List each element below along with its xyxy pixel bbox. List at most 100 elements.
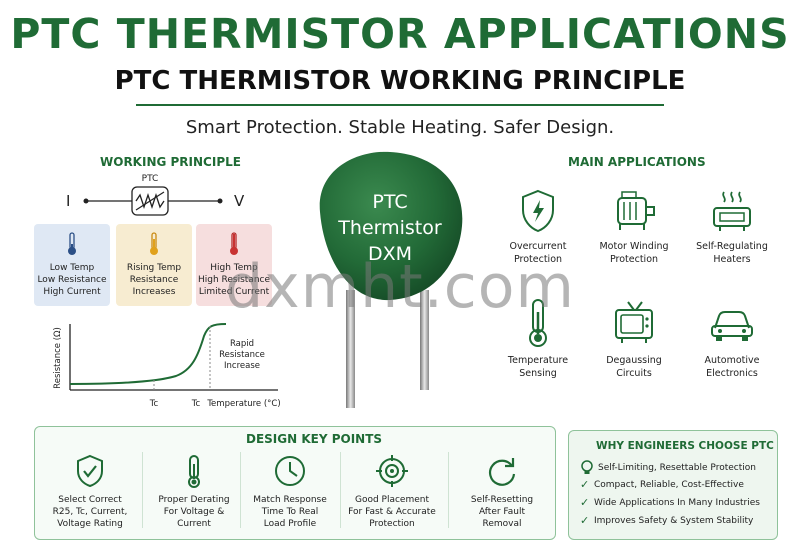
design-point-good-placement: Good Placement For Fast & Accurate Prote… [342, 454, 442, 530]
target-icon [376, 455, 408, 487]
design-divider [142, 452, 143, 528]
design-derating-line1: Proper Derating [158, 495, 230, 505]
app-automotive-electronics: Automotive Electronics [684, 298, 780, 380]
component-line3: DXM [368, 243, 412, 265]
check-icon: ✓ [580, 478, 590, 491]
heater-icon [713, 191, 751, 231]
page-title: PTC THERMISTOR APPLICATIONS [10, 10, 790, 58]
thermometer-low-icon [68, 232, 76, 255]
app-degaussing-circuits: Degaussing Circuits [586, 298, 682, 380]
state-card-low-temp: Low Temp Low Resistance High Current [34, 224, 110, 306]
resistance-temperature-graph: Resistance (Ω) Tc Tc Temperature (°C) Ra… [53, 323, 281, 409]
design-reset-line2: After Fault [478, 507, 526, 517]
design-response-line3: Load Profile [263, 519, 317, 529]
refresh-icon [488, 458, 516, 486]
app-degaussing-line2: Circuits [616, 368, 652, 379]
car-icon [711, 311, 753, 341]
ptc-circuit-diagram: I PTC V [66, 174, 245, 216]
design-point-select-correct: Select Correct R25, Tc, Current, Voltage… [40, 454, 140, 530]
state-card-high-temp: High Temp High Resistance Limited Curren… [196, 224, 272, 306]
shield-check-icon [77, 454, 103, 488]
state-card-rising-temp: Rising Temp Resistance Increases [116, 224, 192, 306]
app-sensing-line1: Temperature [507, 355, 569, 366]
watermark: dxmht.com [225, 252, 575, 322]
ptc-thermistor-illustration: PTC Thermistor DXM [319, 151, 463, 408]
component-line1: PTC [372, 191, 407, 213]
thermometer-icon [529, 299, 547, 347]
title-divider [136, 104, 664, 106]
why-engineers-panel [568, 430, 778, 540]
thermometer-high-icon [230, 232, 238, 255]
app-automotive-line1: Automotive [704, 355, 760, 366]
motor-icon [617, 191, 655, 230]
app-self-regulating-heaters: Self-Regulating Heaters [684, 188, 780, 266]
graph-y-label: Resistance (Ω) [53, 327, 63, 389]
current-label: I [66, 192, 70, 210]
state-high-line2: High Resistance [197, 275, 271, 285]
thermometer-mid-icon [150, 232, 158, 255]
app-automotive-line2: Electronics [706, 368, 758, 379]
why-item-text: Wide Applications In Many Industries [594, 497, 760, 508]
design-point-proper-derating: Proper Derating For Voltage & Current [144, 454, 244, 530]
thermistor-disc [319, 151, 463, 301]
design-response-line1: Match Response [253, 495, 327, 505]
app-overcurrent-line1: Overcurrent [509, 241, 567, 252]
design-select-line2: R25, Tc, Current, [52, 507, 128, 517]
lead-right [420, 290, 429, 390]
why-item: ✓ Improves Safety & System Stability [580, 514, 776, 527]
design-point-self-resetting: Self-Resetting After Fault Removal [452, 454, 552, 530]
app-motor-line2: Protection [609, 254, 659, 265]
graph-x-label: Temperature (°C) [206, 399, 280, 409]
why-item: ✓ Wide Applications In Many Industries [580, 496, 776, 509]
app-temperature-sensing: Temperature Sensing [490, 298, 586, 380]
lead-left [346, 290, 355, 408]
design-reset-line3: Removal [482, 519, 522, 529]
thermometer-icon [188, 455, 200, 488]
app-heaters-line1: Self-Regulating [696, 241, 768, 252]
shield-bolt-icon [522, 189, 554, 233]
design-key-points-title: DESIGN KEY POINTS [246, 432, 383, 446]
voltage-label: V [234, 192, 245, 210]
why-item: ✓ Compact, Reliable, Cost-Effective [580, 478, 776, 491]
app-degaussing-line1: Degaussing [606, 355, 662, 366]
check-icon: ✓ [580, 514, 590, 527]
app-sensing-line2: Sensing [519, 368, 557, 379]
design-select-line1: Select Correct [58, 495, 122, 505]
resistance-curve [69, 323, 227, 385]
applications-title: MAIN APPLICATIONS [568, 155, 706, 169]
graph-tick-tc-2: Tc [191, 399, 201, 409]
graph-tick-tc-1: Tc [149, 399, 159, 409]
design-response-line2: Time To Real [261, 507, 319, 517]
state-low-line1: Low Temp [49, 263, 95, 273]
check-icon: ✓ [580, 496, 590, 509]
state-high-line3: Limited Current [198, 287, 270, 297]
design-placement-line3: Protection [369, 519, 415, 529]
design-key-points-panel [34, 426, 556, 540]
design-derating-line2: For Voltage & [163, 507, 225, 517]
app-overcurrent-line2: Protection [513, 254, 563, 265]
ptc-symbol-label: PTC [142, 174, 159, 184]
why-item-text: Improves Safety & System Stability [594, 515, 754, 526]
state-rising-line3: Increases [132, 287, 176, 297]
state-rising-line2: Resistance [129, 275, 179, 285]
app-overcurrent-protection: Overcurrent Protection [490, 188, 586, 266]
app-motor-winding-protection: Motor Winding Protection [586, 188, 682, 266]
design-point-match-response: Match Response Time To Real Load Profile [240, 454, 340, 530]
design-divider [448, 452, 449, 528]
design-derating-line3: Current [177, 519, 211, 529]
why-item-text: Compact, Reliable, Cost-Effective [594, 479, 744, 490]
design-placement-line1: Good Placement [354, 495, 430, 505]
graph-annotation-line1: Rapid [230, 339, 254, 349]
why-item: Self-Limiting, Resettable Protection [580, 460, 776, 476]
lightbulb-icon [581, 460, 593, 474]
app-motor-line1: Motor Winding [599, 241, 669, 252]
working-principle-title: WORKING PRINCIPLE [100, 155, 241, 169]
page-subtitle: PTC THERMISTOR WORKING PRINCIPLE [114, 66, 686, 96]
app-heaters-line2: Heaters [713, 254, 751, 265]
why-engineers-title: WHY ENGINEERS CHOOSE PTC [596, 440, 774, 452]
tv-icon [615, 301, 653, 343]
why-item-text: Self-Limiting, Resettable Protection [598, 463, 756, 473]
state-low-line3: High Current [43, 287, 101, 297]
design-divider [240, 452, 241, 528]
design-placement-line2: For Fast & Accurate [348, 507, 436, 517]
